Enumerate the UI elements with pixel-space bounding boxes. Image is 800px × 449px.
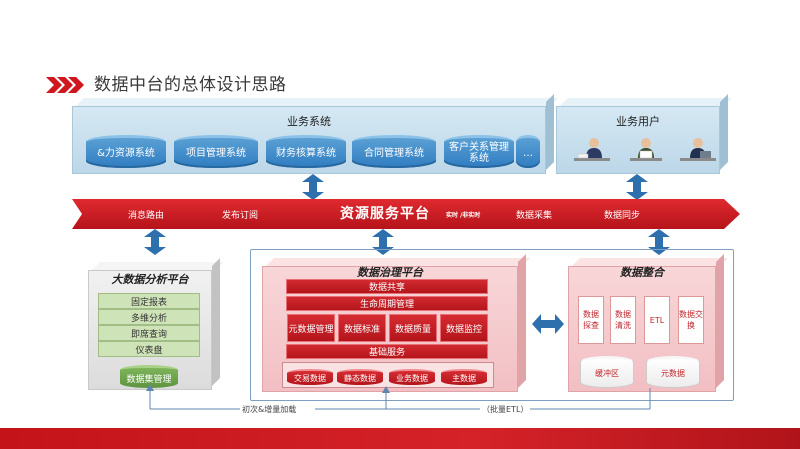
integration-cell-exploration: 数据探查 (578, 296, 604, 344)
page-title: 数据中台的总体设计思路 (94, 75, 287, 95)
business-users-title: 业务用户 (616, 115, 660, 128)
governance-platform-title: 数据治理平台 (357, 266, 423, 279)
double-arrow-vertical-icon (626, 174, 648, 200)
governance-cell-monitoring: 数据监控 (440, 314, 488, 342)
system-contract: 合同管理系统 (352, 135, 436, 168)
governance-cell-quality: 数据质量 (389, 314, 437, 342)
dataset-management: 数据集管理 (120, 365, 178, 388)
integration-cell-exchange: 数据交换 (678, 296, 704, 344)
governance-cell-metadata: 元数据管理 (287, 314, 335, 342)
resource-service-banner (72, 199, 740, 229)
integration-store-buffer: 缓冲区 (580, 356, 634, 388)
user-laptop-icon (680, 138, 716, 161)
governance-row-data-sharing: 数据共享 (286, 279, 488, 294)
double-arrow-vertical-icon (648, 229, 670, 255)
integration-store-metadata: 元数据 (646, 356, 700, 388)
lower-platform-frame (250, 249, 734, 401)
system-crm: 客户关系管理系统 (444, 135, 514, 168)
analysis-item-fixed-report: 固定报表 (98, 293, 200, 309)
chevron-arrows-icon (46, 77, 84, 93)
analysis-item-dashboard: 仪表盘 (98, 341, 200, 357)
system-finance: 财务核算系统 (266, 135, 346, 168)
integration-cell-cleansing: 数据清洗 (610, 296, 636, 344)
banner-item-message-routing: 消息路由 (128, 211, 165, 221)
system-project: 项目管理系统 (174, 135, 258, 168)
banner-item-data-collection: 数据采集 (516, 211, 553, 221)
double-arrow-horizontal-icon (532, 314, 564, 334)
banner-subtitle: 实时 /非实时 (446, 212, 481, 219)
system-more: … (516, 135, 540, 168)
business-users-panel (556, 94, 732, 174)
banner-item-publish-subscribe: 发布订阅 (222, 211, 259, 221)
double-arrow-vertical-icon (302, 174, 324, 200)
footer-band (0, 428, 800, 449)
governance-base-service: 基础服务 (286, 344, 488, 359)
store-business-data: 业务数据 (389, 369, 435, 385)
load-flow-lines (146, 384, 651, 410)
user-at-desk-icon (574, 138, 610, 161)
double-arrow-vertical-icon (144, 229, 166, 255)
analysis-item-adhoc-query: 即席查询 (98, 325, 200, 341)
integration-cell-etl: ETL (644, 296, 670, 344)
flow-label-batch-etl: （批量ETL） (482, 405, 529, 414)
user-reading-icon (630, 138, 662, 161)
store-static-data: 静态数据 (337, 369, 383, 385)
double-arrow-vertical-icon (372, 229, 394, 255)
flow-label-initial-incremental: 初次&增量加载 (242, 405, 297, 414)
governance-row-lifecycle: 生命周期管理 (286, 296, 488, 311)
analysis-item-multidim: 多维分析 (98, 309, 200, 325)
banner-main-title: 资源服务平台 (340, 206, 430, 222)
banner-item-data-sync: 数据同步 (604, 211, 641, 221)
governance-cell-standard: 数据标准 (338, 314, 386, 342)
store-transaction-data: 交易数据 (287, 369, 333, 385)
integration-title: 数据整合 (620, 266, 664, 279)
system-hr: &力资源系统 (86, 135, 166, 168)
analysis-platform-title: 大数据分析平台 (111, 273, 189, 286)
business-systems-title: 业务系统 (287, 115, 331, 128)
store-master-data: 主数据 (441, 369, 487, 385)
